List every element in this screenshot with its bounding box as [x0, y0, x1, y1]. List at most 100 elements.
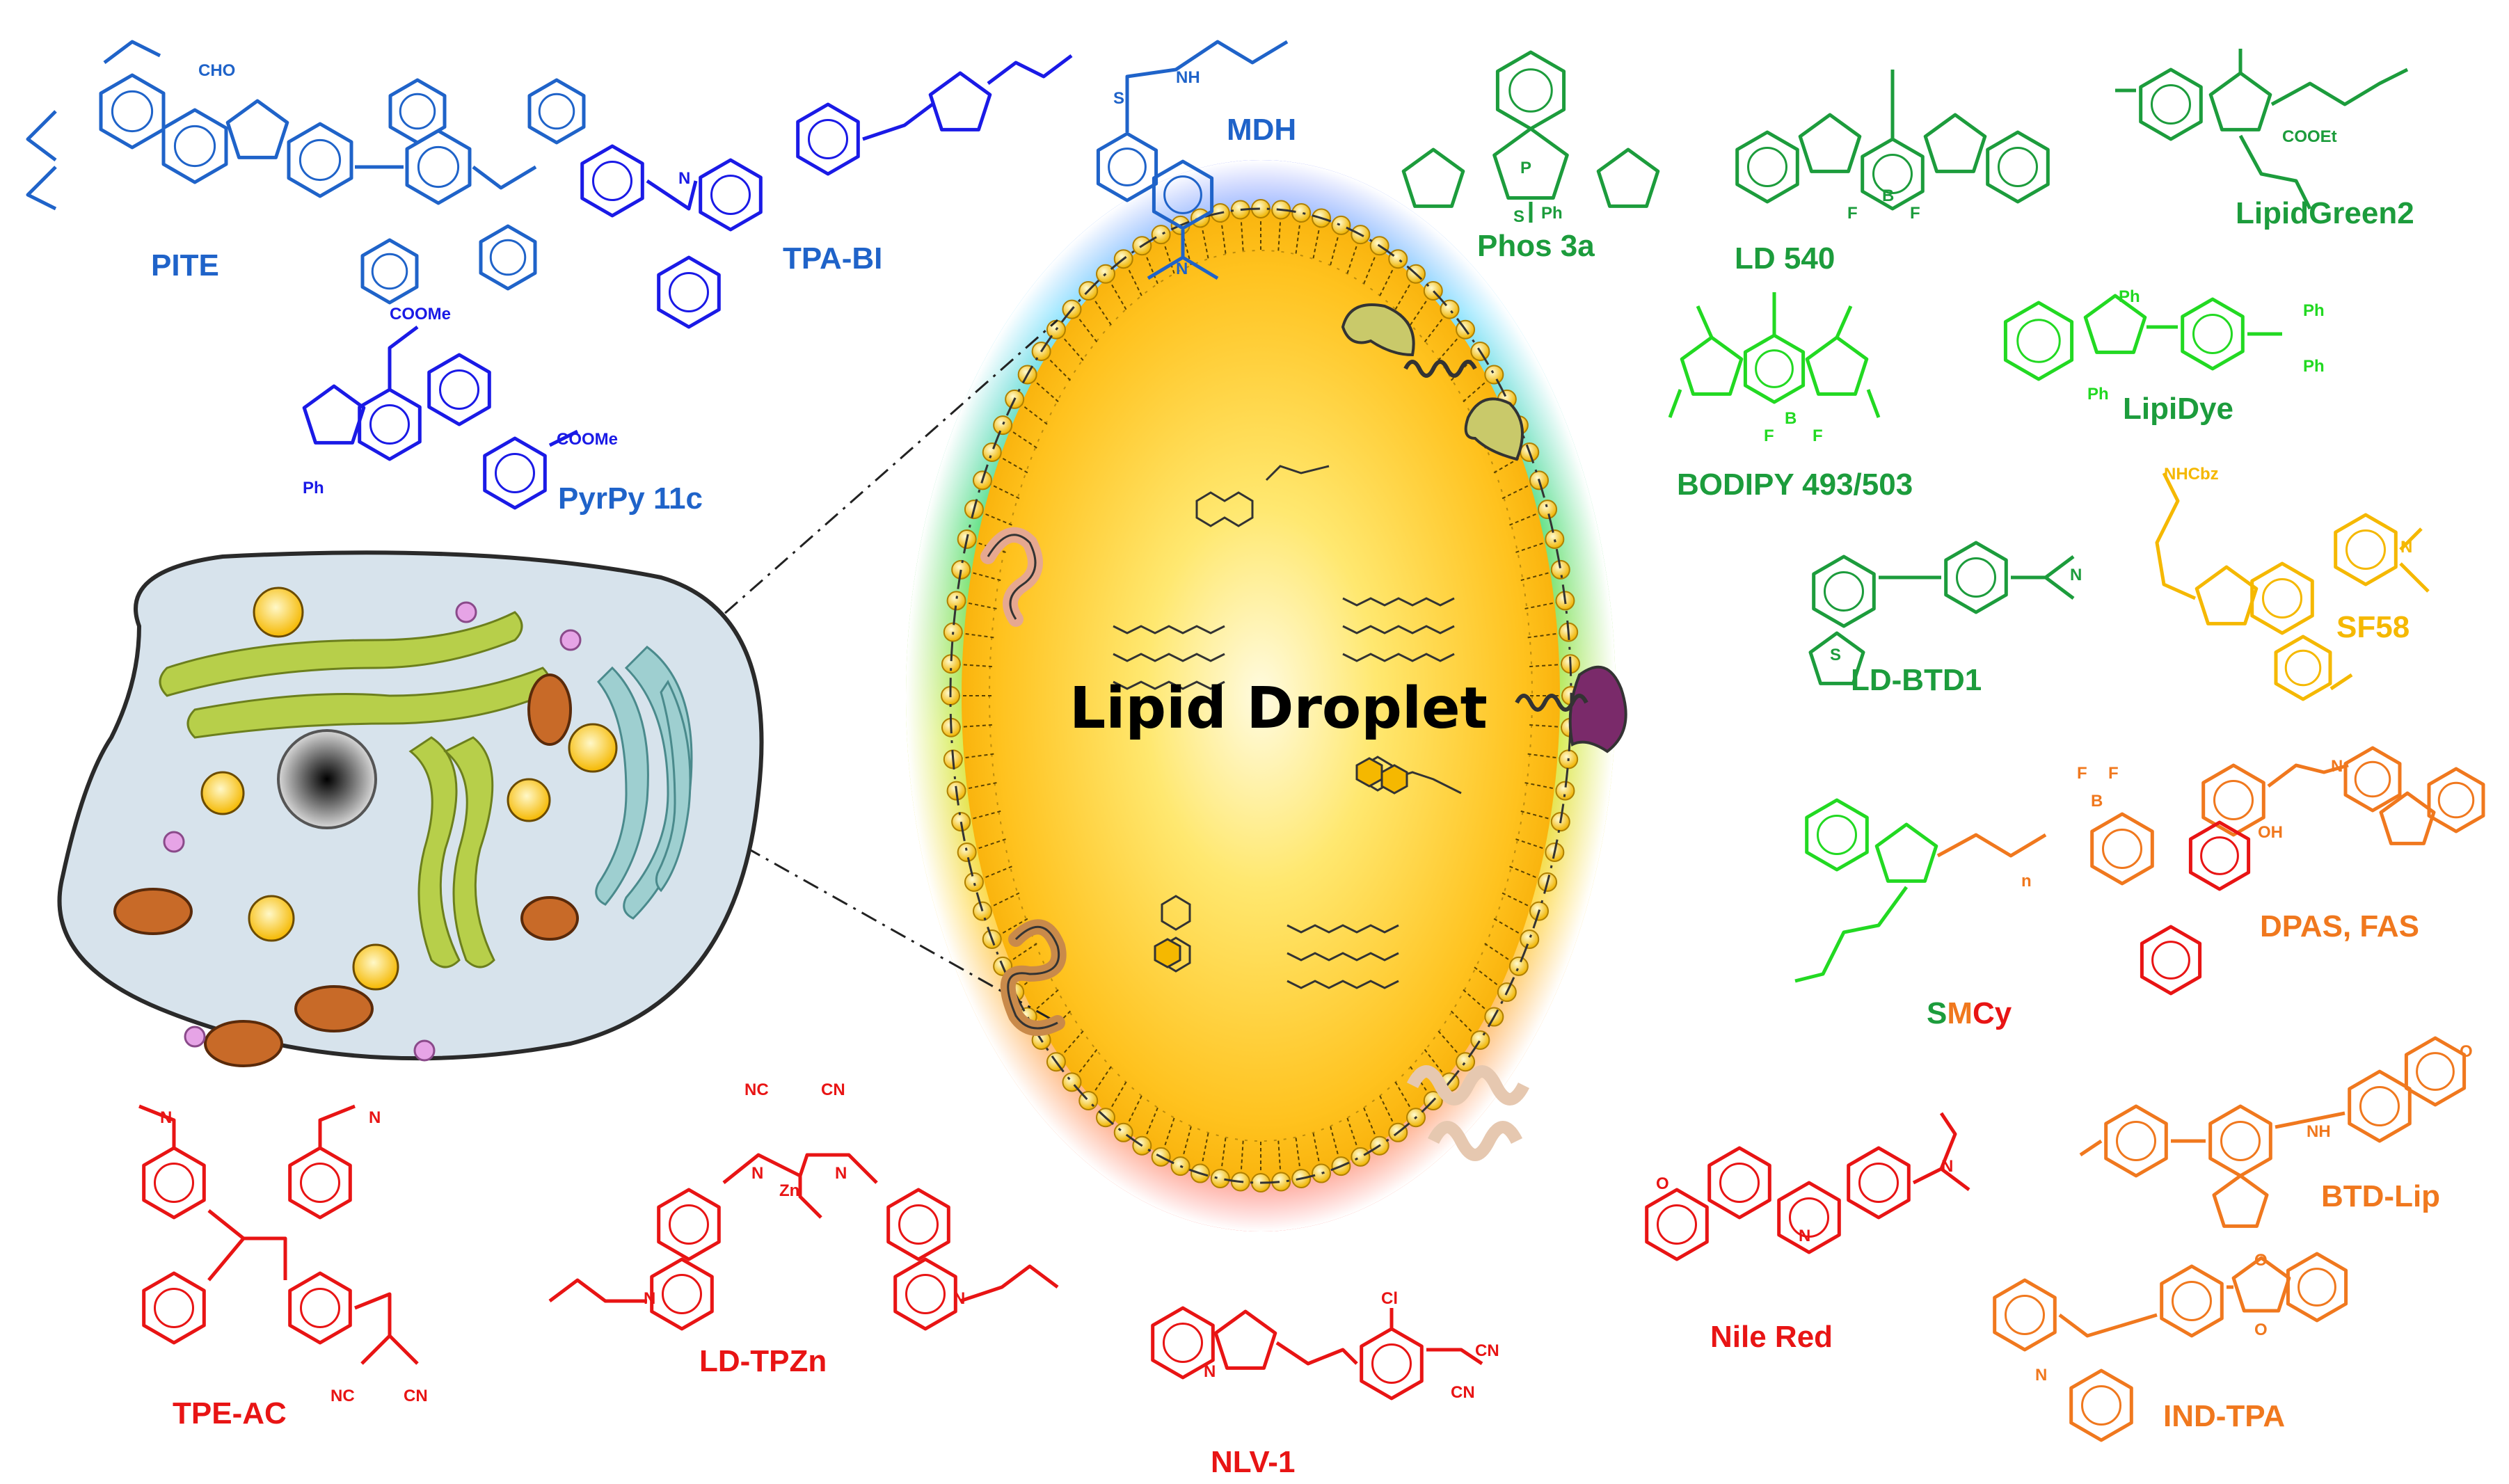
bond-chain [26, 166, 57, 211]
atom-label: F [2077, 764, 2087, 783]
structure-ind-tpa [1993, 1252, 2348, 1442]
aromatic-circle [2359, 1086, 2400, 1126]
bond-chain [2267, 763, 2349, 788]
aromatic-circle [2016, 319, 2061, 363]
atom-label: N [2400, 538, 2413, 557]
ring [1495, 50, 1566, 131]
ring [287, 122, 353, 198]
bond-chain [2329, 673, 2353, 691]
aromatic-circle [439, 369, 479, 410]
lipid-head [982, 442, 1002, 462]
atom-label: O [1656, 1174, 1669, 1193]
aromatic-circle [538, 93, 575, 130]
atom-label: S [1830, 646, 1842, 664]
atom-label: F [1910, 204, 1920, 223]
ring [2250, 561, 2314, 635]
atom-label: B [1882, 186, 1895, 205]
bond-chain [1866, 389, 1881, 418]
probe-label-btd-lip: BTD-Lip [2321, 1179, 2441, 1213]
atom-label: COOMe [390, 305, 452, 324]
mitochondria [113, 673, 579, 1067]
bond-chain [1181, 255, 1219, 280]
aromatic-circle [1108, 147, 1147, 186]
atom-label: O [2460, 1042, 2473, 1061]
atom-label: N [2035, 1366, 2048, 1385]
atom-label: S [1513, 207, 1525, 226]
ring [580, 144, 644, 218]
five-ring [225, 99, 289, 159]
atom-label: CN [404, 1387, 428, 1405]
atom-label: S [1113, 89, 1125, 108]
ring [142, 1146, 206, 1220]
bond-chain [548, 429, 579, 447]
ring [483, 436, 547, 510]
bond-chain [548, 1278, 647, 1303]
structure-pyrpy [302, 326, 579, 510]
ring [358, 388, 422, 461]
aromatic-circle [898, 1204, 939, 1245]
ring [657, 255, 721, 329]
structure-smcy [1794, 798, 2251, 996]
probe-label-ld-tpzn: LD-TPZn [699, 1344, 827, 1378]
probe-label-ld-btd1: LD-BTD1 [1851, 663, 1982, 697]
bond-chain [1936, 833, 2047, 858]
ring [161, 108, 228, 184]
lipid-head [1555, 781, 1575, 801]
ring [2404, 1036, 2467, 1107]
bond-chain [1794, 886, 1909, 983]
smcy-part3: Cy [1973, 996, 2012, 1030]
ring [2334, 513, 2398, 587]
ring [657, 1188, 721, 1261]
aromatic-circle [662, 1274, 702, 1314]
smcy-part2: M [1947, 996, 1973, 1030]
aromatic-circle [2213, 780, 2254, 820]
ring [2208, 1104, 2272, 1178]
atom-label: N [2070, 566, 2082, 584]
aromatic-circle [2262, 578, 2302, 619]
structure-mdh [1096, 40, 1289, 280]
atom-label: N [160, 1108, 173, 1127]
probe-label-lipidgreen2: LipidGreen2 [2236, 196, 2414, 230]
ring [1986, 130, 2050, 204]
structure-ld540 [1735, 70, 2050, 211]
bond-chain [862, 103, 934, 141]
small-lipid-droplets [200, 587, 618, 991]
five-ring [1798, 113, 1862, 173]
aromatic-circle [2284, 649, 2322, 687]
ring [2427, 767, 2485, 833]
aromatic-circle [1872, 154, 1913, 194]
structure-tpe-ac [138, 1104, 419, 1365]
structure-lipidye [2003, 294, 2282, 381]
ring [2274, 635, 2332, 701]
aromatic-circle [1956, 557, 1996, 598]
lipid-head [972, 901, 992, 921]
aromatic-circle [2220, 1121, 2261, 1161]
aromatic-circle [2081, 1385, 2121, 1426]
lipid-head [1291, 202, 1312, 223]
ring [2286, 1252, 2348, 1323]
ring [1777, 1181, 1841, 1254]
zoom-outline [949, 207, 1572, 1184]
aromatic-circle [669, 272, 709, 312]
aromatic-circle [1508, 68, 1553, 113]
aromatic-circle [2437, 781, 2475, 819]
lipid-head [951, 559, 971, 580]
ring [142, 1271, 206, 1345]
five-ring [2208, 71, 2272, 131]
lipid-head [957, 843, 977, 863]
aromatic-circle [298, 138, 342, 182]
aromatic-circle [1755, 349, 1794, 388]
probe-label-nile-red: Nile Red [1710, 1320, 1833, 1354]
atom-label: Cl [1381, 1289, 1398, 1308]
lipid-head [993, 415, 1013, 436]
ring [2090, 812, 2154, 886]
ring [650, 1257, 714, 1331]
lipid-head [1470, 1030, 1490, 1050]
structure-tpa-bi [580, 54, 1073, 329]
bond-chain [1125, 40, 1289, 132]
bond-chain [388, 1334, 419, 1365]
atom-label: N [953, 1289, 966, 1308]
aromatic-circle [1163, 1323, 1203, 1363]
aromatic-circle [2297, 1268, 2336, 1307]
lipid-head [1538, 500, 1558, 520]
